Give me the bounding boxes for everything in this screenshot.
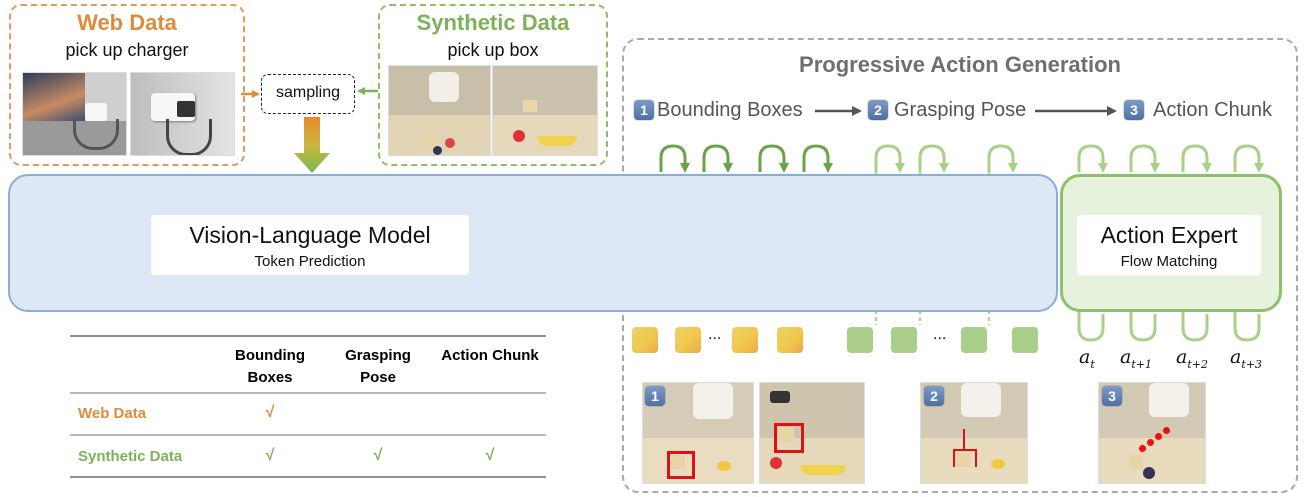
token-bbox-3 [732,327,758,353]
table-cell-synthetic-bbox: √ [265,447,275,464]
example-action-image [1098,382,1206,484]
token-bbox-4 [777,327,803,353]
synthetic-data-panel [378,4,608,166]
token-bbox-1 [632,327,658,353]
charger-photo-wall [130,72,235,156]
token-grasp-3 [961,327,987,353]
table-row-web-label: Web Data [78,405,147,422]
table-cell-synthetic-grasp: √ [373,447,383,464]
step-3-label: Action Chunk [1153,99,1272,121]
table-header-grasping-pose: Grasping Pose [345,347,411,386]
synthetic-data-caption: pick up box [447,40,539,60]
action-label-t: at [1079,346,1095,371]
example-bbox-image-1 [642,382,754,484]
step-2-label: Grasping Pose [894,99,1027,121]
step-2-badge: 2 [868,100,888,120]
example-1-badge: 1 [645,386,665,406]
sampling-box [261,74,355,114]
example-bbox-image-2 [759,382,865,484]
progressive-title: Progressive Action Generation [799,52,1121,77]
token-ellipsis-1: ... [708,326,722,343]
vlm-subtitle: Token Prediction [254,253,366,270]
token-grasp-2 [891,327,917,353]
action-expert-title: Action Expert [1100,222,1238,248]
synthetic-photo-1 [388,65,491,156]
table-cell-web-bbox: √ [265,404,275,421]
action-label-t1: at+1 [1120,346,1152,371]
table-cell-synthetic-action: √ [485,447,495,464]
step-1-badge: 1 [634,100,654,120]
action-expert-subtitle: Flow Matching [1120,253,1218,270]
vlm-label-box [151,215,469,275]
charger-photo-laptop [22,72,127,156]
synthetic-data-title: Synthetic Data [416,10,570,35]
token-ellipsis-2: ... [933,326,947,343]
web-data-title: Web Data [77,10,177,35]
example-2-badge: 2 [924,386,944,406]
step-3-badge: 3 [1124,100,1144,120]
action-label-t2: at+2 [1176,346,1208,371]
synthetic-photo-2 [492,65,598,156]
token-grasp-1 [847,327,873,353]
table-header-action-chunk: Action Chunk [441,347,539,364]
sampling-label: sampling [275,84,341,101]
web-data-panel [9,4,245,166]
step-1-label: Bounding Boxes [657,99,803,121]
vlm-title: Vision-Language Model [189,222,431,248]
token-bbox-2 [675,327,701,353]
token-grasp-4 [1012,327,1038,353]
table-row-synthetic-label: Synthetic Data [78,448,183,465]
example-3-badge: 3 [1102,386,1122,406]
web-data-caption: pick up charger [65,40,189,60]
action-label-t3: at+3 [1230,346,1262,371]
action-expert-label-box [1077,215,1261,275]
table-header-bounding-boxes: Bounding Boxes [235,347,305,386]
